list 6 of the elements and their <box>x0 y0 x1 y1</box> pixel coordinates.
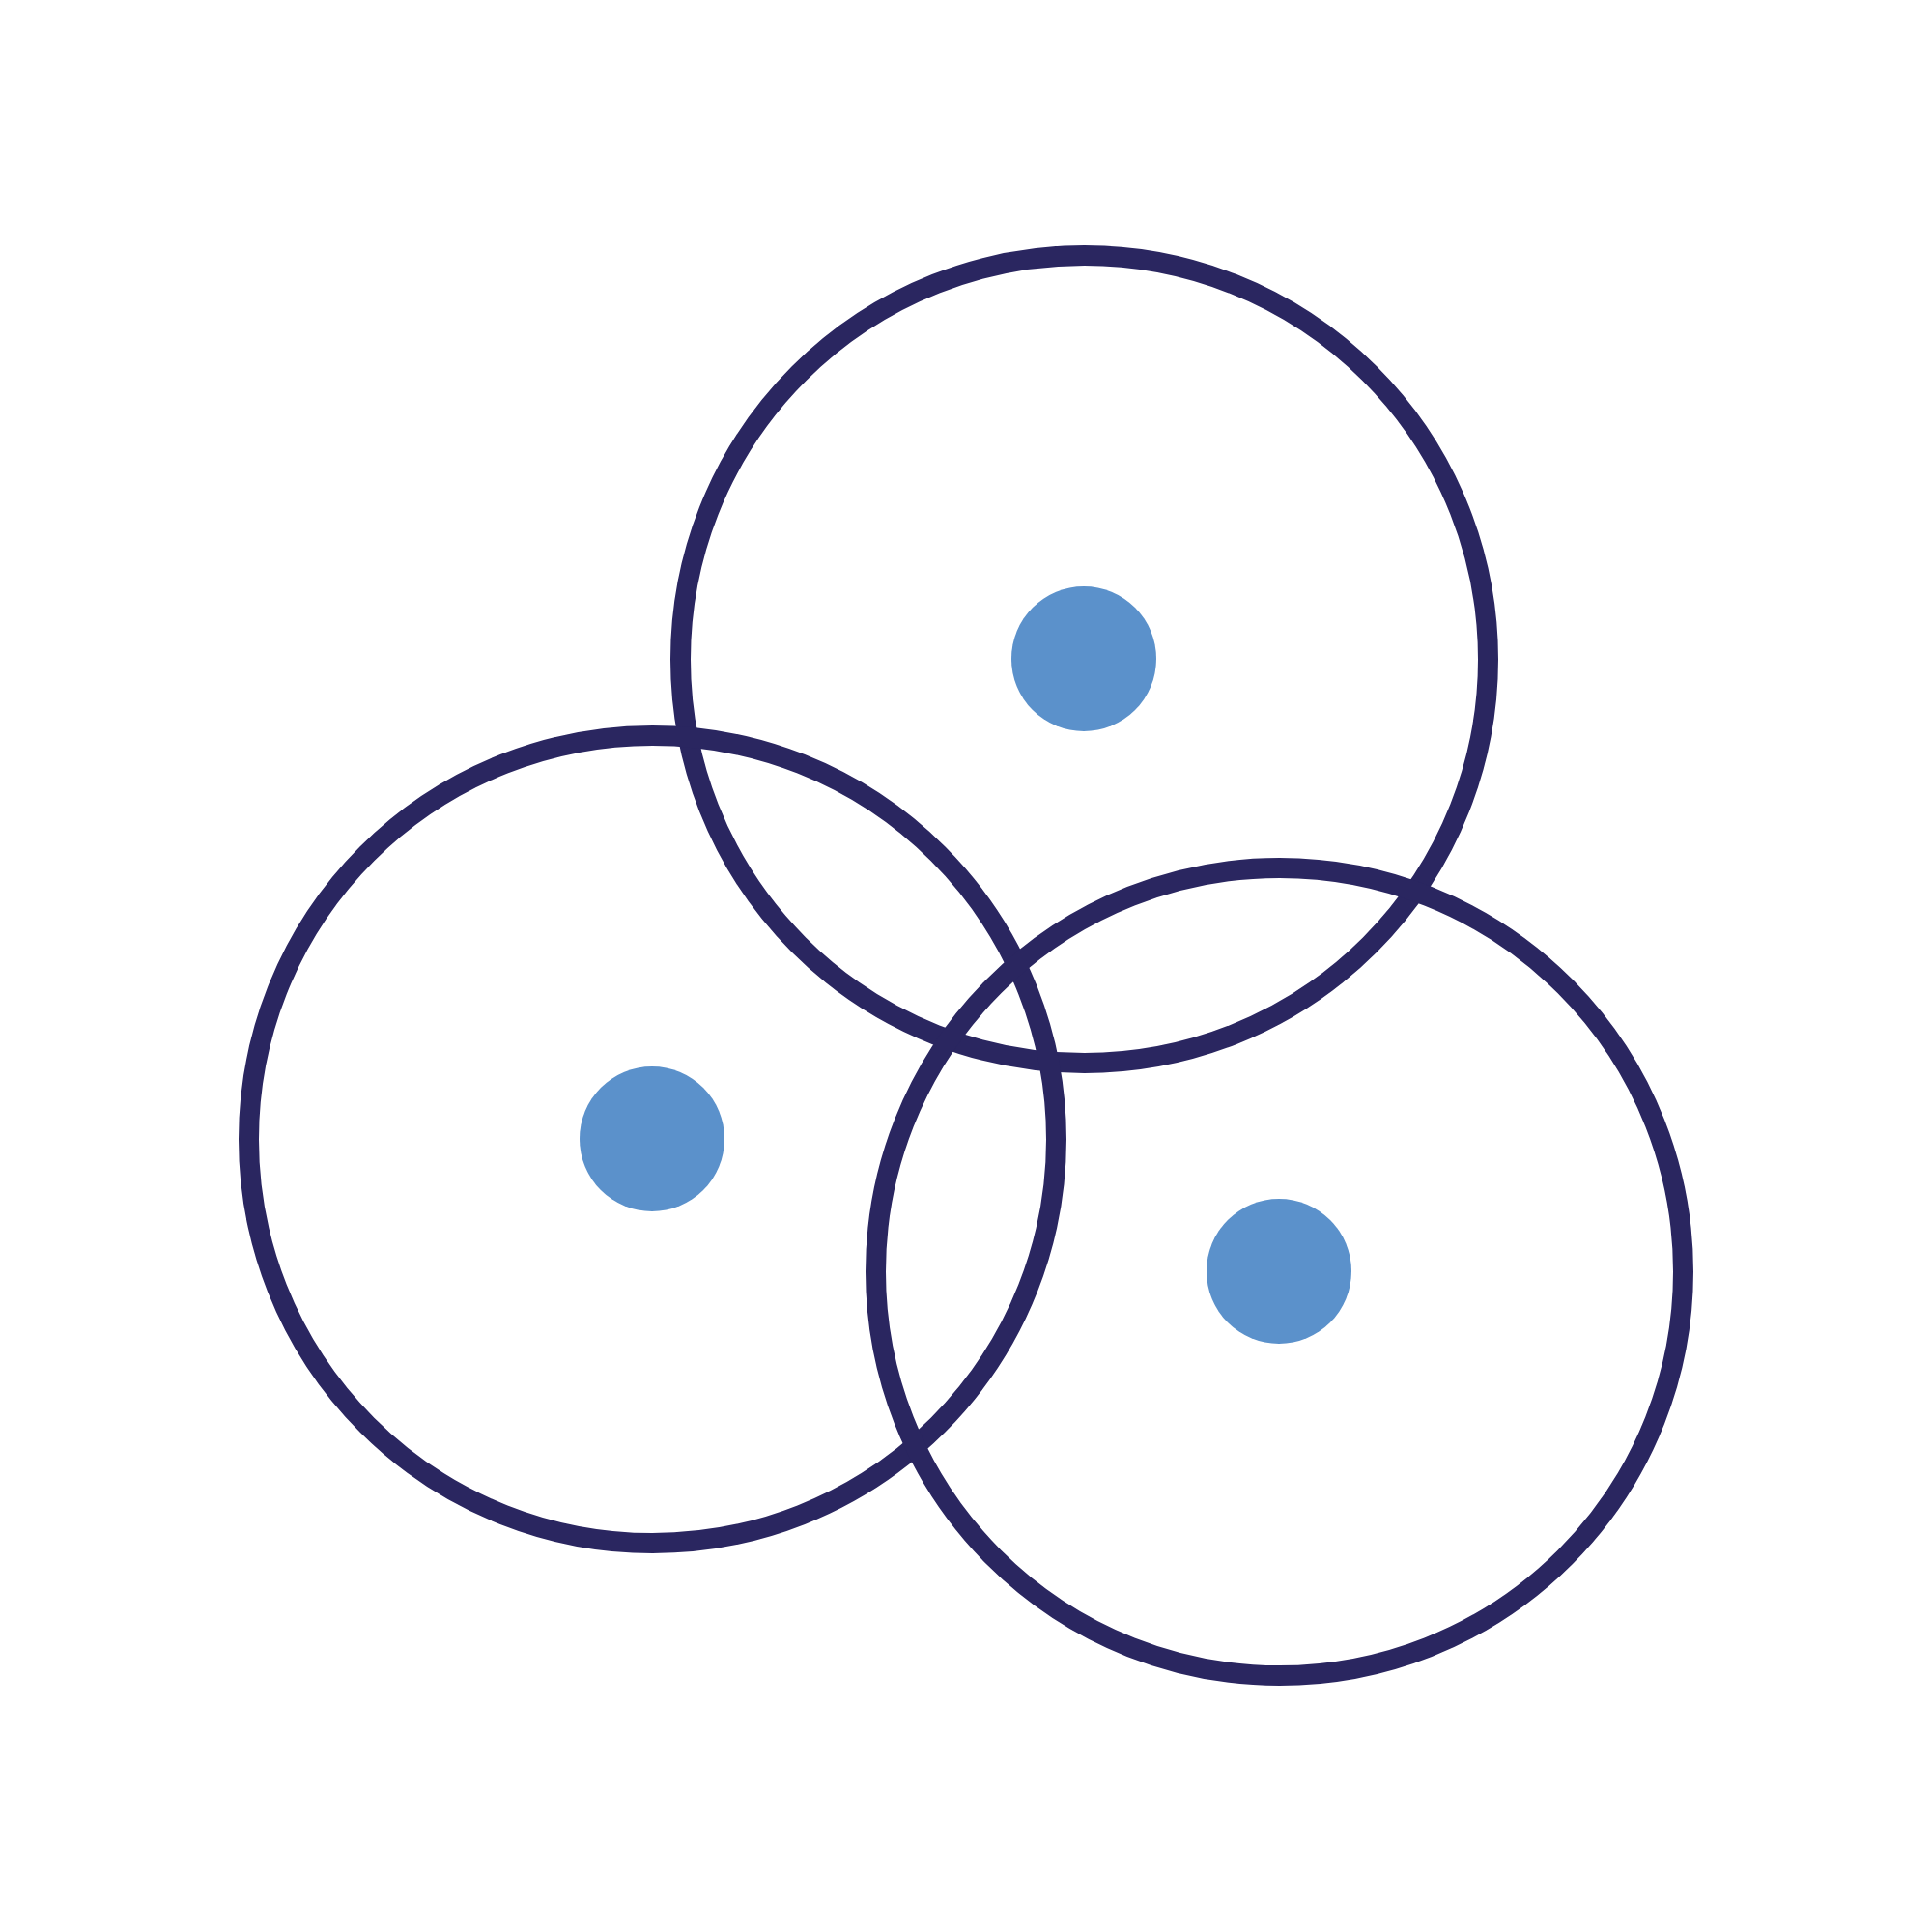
dot-icon <box>1011 586 1156 731</box>
dot-icon <box>1207 1199 1351 1344</box>
circle-outline <box>238 724 1066 1553</box>
dot-icon <box>580 1066 724 1211</box>
circle-outline <box>865 857 1693 1686</box>
circle-outline <box>669 244 1498 1073</box>
